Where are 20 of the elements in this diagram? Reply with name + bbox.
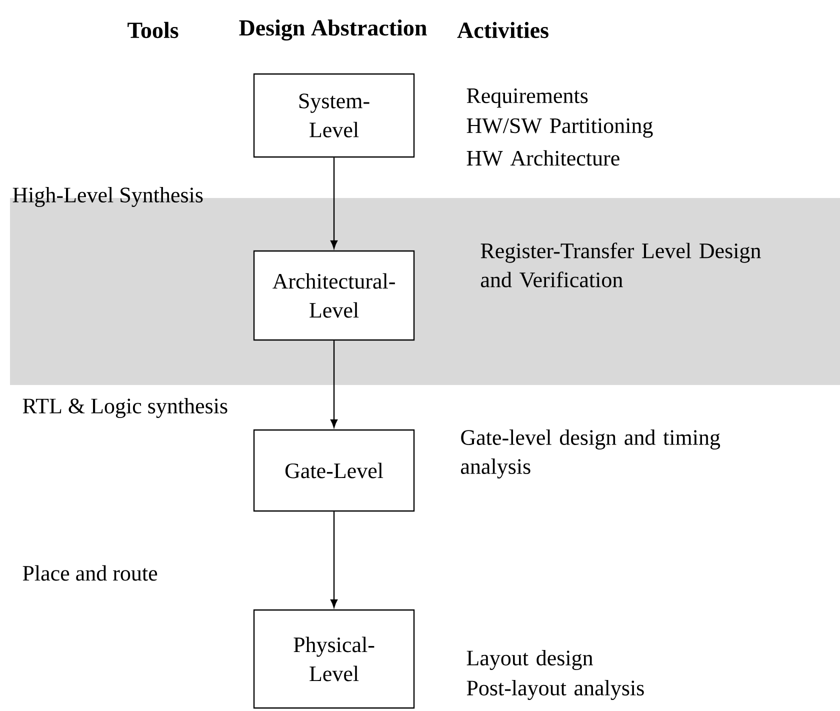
activity-text: Post-layout analysis: [466, 680, 644, 700]
activity-text: Requirements: [466, 88, 588, 108]
column-heading: Design Abstraction: [239, 19, 427, 41]
level-box: System- Level: [253, 73, 415, 158]
level-box: Architectural- Level: [253, 250, 415, 341]
column-heading: Tools: [128, 22, 178, 38]
tool-label: RTL & Logic synthesis: [22, 398, 228, 418]
activity-text: HW/SW Partitioning: [466, 118, 653, 138]
tool-label: High-Level Synthesis: [12, 187, 203, 207]
level-box: Gate-Level: [253, 429, 415, 512]
arrow: [330, 158, 338, 249]
activity-text: Gate-level design and timing analysis: [460, 430, 720, 478]
activity-text: Layout design: [466, 650, 593, 670]
arrow: [330, 340, 338, 428]
arrow: [330, 512, 338, 608]
tool-label: Place and route: [22, 565, 158, 581]
activity-text: Register-Transfer Level Design and Verification: [480, 242, 761, 288]
activity-text: HW Architecture: [466, 150, 620, 166]
level-box: Physical- Level: [253, 609, 415, 709]
column-heading: Activities: [457, 22, 548, 38]
